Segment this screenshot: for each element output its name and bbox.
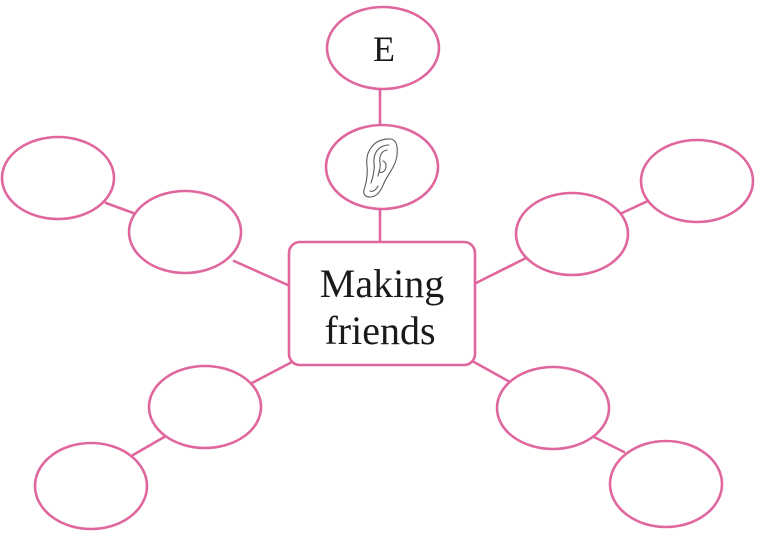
ear-icon: [363, 138, 398, 198]
connector-left-upper-outer: [104, 201, 138, 216]
top-letter-label: E: [373, 29, 395, 69]
center-title-line2: friends: [324, 308, 435, 353]
blank-node-left-upper-outer: [0, 135, 116, 221]
connector-left-upper-inner: [232, 259, 292, 288]
connector-right-upper-inner: [472, 255, 530, 286]
top-letter-ellipse: [325, 5, 441, 91]
blank-node-left-lower-outer: [33, 441, 149, 531]
connector-right-lower-inner: [472, 360, 512, 384]
blank-node-right-upper-inner: [514, 191, 630, 277]
connectors: [104, 86, 652, 457]
blank-node-right-lower-outer: [608, 439, 724, 529]
blank-node-left-lower-inner: [147, 364, 263, 450]
blank-node-right-upper-outer: [639, 138, 755, 224]
connector-left-lower-inner: [250, 360, 294, 385]
ear-node: [324, 123, 440, 211]
center-node: Making friends: [287, 240, 477, 367]
connector-right-upper-outer: [620, 198, 652, 215]
connector-right-lower-outer: [590, 434, 626, 454]
center-box: [287, 240, 477, 367]
ear-ellipse: [324, 123, 440, 211]
connector-left-lower-outer: [131, 434, 168, 457]
blank-node-left-upper-inner: [127, 189, 243, 275]
blank-nodes: [0, 135, 755, 531]
center-title-line1: Making: [320, 261, 444, 306]
top-letter-node: E: [325, 5, 441, 91]
blank-node-right-lower-inner: [495, 365, 611, 451]
